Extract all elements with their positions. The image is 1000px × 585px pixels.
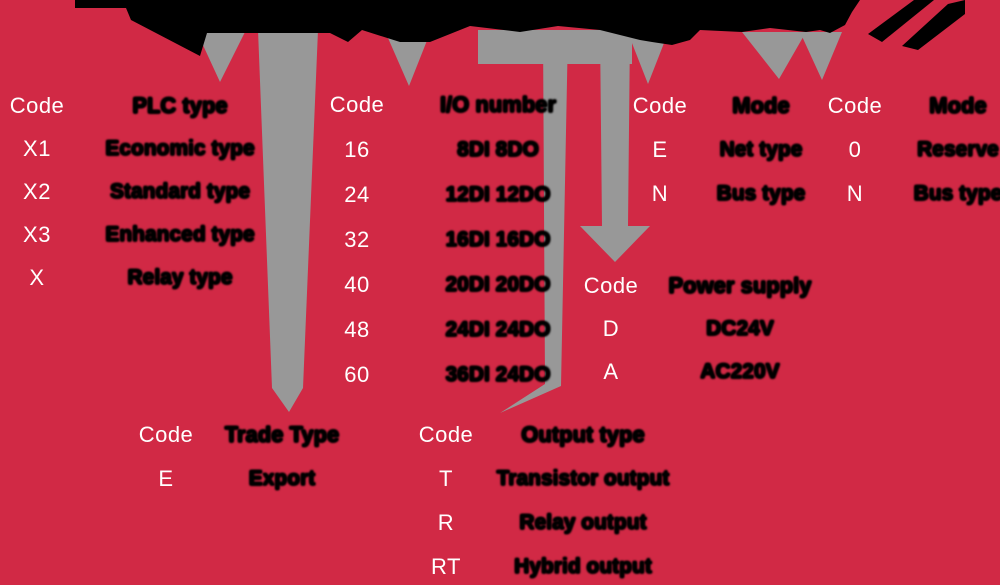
reserve-mode-row-desc: Reserve <box>917 138 999 161</box>
power-supply-code-header: Code <box>583 272 639 298</box>
arrow-to-net-mode-table <box>630 38 666 84</box>
arrow-between-mode-tables <box>742 32 806 79</box>
reserve-mode-desc-header: Mode <box>929 93 987 118</box>
io-number-row-desc: 12DI 12DO <box>445 182 551 206</box>
plc-type-row-code: X <box>29 264 45 290</box>
arrow-band-to-trade-type-table <box>258 30 318 412</box>
power-supply-row-desc: AC220V <box>700 359 780 383</box>
io-number-table: Code I/O number 16 8DI 8DO 24 12DI 12DO … <box>318 82 600 397</box>
reserve-mode-code-header: Code <box>827 93 883 118</box>
trade-type-row-code: E <box>158 466 174 491</box>
cropped-model-text <box>75 0 860 56</box>
trade-type-desc-header: Trade Type <box>224 422 340 447</box>
power-supply-row-code: D <box>602 315 620 341</box>
trade-type-table: Code Trade Type E Export <box>126 413 358 501</box>
io-number-row-code: 32 <box>344 226 370 252</box>
io-number-row-desc: 16DI 16DO <box>445 227 551 251</box>
io-number-row-desc: 36DI 24DO <box>445 362 551 386</box>
io-number-row-code: 60 <box>344 361 370 387</box>
net-mode-row-code: N <box>651 181 669 206</box>
cropped-model-text-stroke <box>868 0 934 42</box>
net-mode-row-desc: Net type <box>719 138 803 161</box>
io-number-row-desc: 20DI 20DO <box>445 272 551 296</box>
plc-type-code-header: Code <box>9 92 65 118</box>
output-type-row-code: RT <box>431 554 461 579</box>
io-number-row-code: 24 <box>344 181 370 207</box>
power-supply-row-code: A <box>603 358 619 384</box>
power-supply-table: Code Power supply D DC24V A AC220V <box>568 264 826 393</box>
arrow-to-io-number-table <box>388 38 428 86</box>
cropped-model-text-stroke <box>902 0 965 50</box>
io-number-code-header: Code <box>329 91 385 117</box>
io-number-row-desc: 24DI 24DO <box>445 317 551 341</box>
net-mode-code-header: Code <box>632 93 688 118</box>
plc-type-row-desc: Economic type <box>105 136 255 160</box>
output-type-row-desc: Relay output <box>519 511 647 534</box>
output-type-table: Code Output type T Transistor output R R… <box>406 413 680 585</box>
plc-type-row-desc: Enhanced type <box>105 222 255 246</box>
power-supply-desc-header: Power supply <box>668 272 812 298</box>
power-supply-row-desc: DC24V <box>706 316 774 340</box>
output-type-row-desc: Hybrid output <box>514 555 652 578</box>
plc-type-row-desc: Standard type <box>109 179 251 203</box>
output-type-row-desc: Transistor output <box>496 467 670 490</box>
reserve-mode-row-code: N <box>846 181 864 206</box>
arrow-to-plc-type-table <box>196 30 246 82</box>
plc-type-row-code: X2 <box>23 178 51 204</box>
net-mode-row-code: E <box>652 137 668 162</box>
output-type-desc-header: Output type <box>521 422 645 447</box>
reserve-mode-row-code: 0 <box>848 137 862 162</box>
arrow-to-reserve-mode-table <box>800 32 842 80</box>
output-type-code-header: Code <box>418 422 474 447</box>
plc-type-desc-header: PLC type <box>132 92 228 118</box>
reserve-mode-table: Code Mode 0 Reserve N Bus type <box>815 84 1000 216</box>
output-type-row-code: R <box>437 510 455 535</box>
io-number-row-code: 48 <box>344 316 370 342</box>
arrow-band-to-output-type-table <box>500 30 568 413</box>
plc-type-row-code: X1 <box>23 135 51 161</box>
io-number-row-code: 16 <box>344 136 370 162</box>
io-number-row-desc: 8DI 8DO <box>457 137 539 161</box>
plc-type-row-code: X3 <box>23 221 51 247</box>
net-mode-row-desc: Bus type <box>716 182 806 205</box>
net-mode-table: Code Mode E Net type N Bus type <box>620 84 822 216</box>
io-number-row-code: 40 <box>344 271 370 297</box>
output-type-row-code: T <box>439 466 453 491</box>
plc-type-table: Code PLC type X1 Economic type X2 Standa… <box>0 84 286 299</box>
trade-type-code-header: Code <box>138 422 194 447</box>
reserve-mode-row-desc: Bus type <box>913 182 1000 205</box>
arrow-band-to-power-supply-table <box>580 30 650 262</box>
trade-type-row-desc: Export <box>248 467 316 490</box>
io-number-desc-header: I/O number <box>439 91 557 117</box>
plc-type-row-desc: Relay type <box>127 265 233 289</box>
net-mode-desc-header: Mode <box>732 93 790 118</box>
